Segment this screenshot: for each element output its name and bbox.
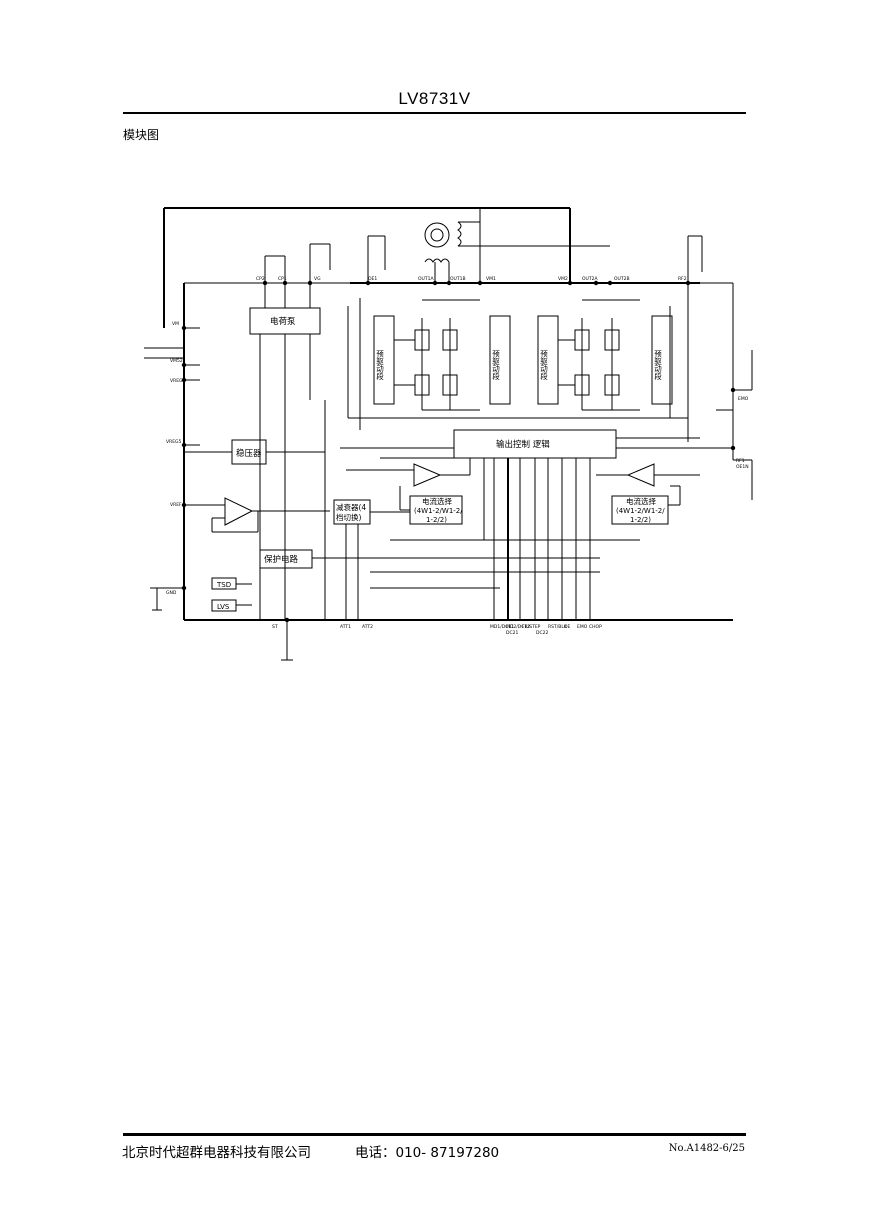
attenuation-label-2: 档切换)	[336, 512, 361, 522]
h-bridge-b	[558, 299, 640, 411]
current-select-right-label-3: 1-2/2)	[630, 516, 651, 524]
protection-block	[259, 549, 313, 569]
section-label: 模块图	[123, 128, 160, 142]
block-diagram: 电荷泵 稳压器 保护电路 输出控制 逻辑 TSD LVS 减衰器(4 档切换) …	[144, 207, 753, 661]
output-control-label: 输出控制 逻辑	[496, 439, 550, 450]
pin-label-bottom-4: MD2/DC12	[506, 624, 530, 630]
pin-label-bottom-8: EMO	[577, 624, 588, 630]
predriver-label-1: 预驱动段	[375, 349, 384, 382]
document-title: LV8731V	[398, 89, 471, 108]
pin-label-top-1: CP1	[278, 276, 287, 282]
comparator-right	[626, 463, 655, 487]
pin-label-top-0: CP2	[256, 276, 265, 282]
pin-label-bottom-1: ATT1	[340, 624, 351, 630]
comparator-left	[413, 463, 442, 487]
pin-label-top-10: RF2	[678, 276, 687, 282]
lvs-label: LVS	[217, 603, 230, 611]
pin-label-bottom-2: ATT2	[362, 624, 373, 630]
pin-label-top-7: VM2	[558, 276, 568, 282]
pin-label-top-8: OUT2A	[582, 276, 598, 282]
pin-label-top-5: OUT1B	[450, 276, 466, 282]
pin-label-bottom-3: MD1/DC11	[490, 624, 514, 630]
current-select-right	[611, 495, 669, 525]
predriver-block-3	[537, 315, 559, 405]
pin-label-left-2: VREG5	[166, 439, 182, 445]
predriver-label-2: 预驱动段	[491, 349, 500, 382]
pin-label-top-2: VG	[314, 276, 321, 282]
predriver-block-4	[651, 315, 673, 405]
footer-doc-number: No.A1482-6/25	[668, 1143, 745, 1154]
pin-label-top-6: VM1	[486, 276, 496, 282]
pin-label-left-0: VM	[172, 321, 179, 327]
regulator-label: 稳压器	[236, 448, 262, 459]
pin-label-left-1: VM52	[170, 358, 183, 364]
charge-pump-label: 电荷泵	[270, 316, 296, 327]
pin-label-bottom-0: ST	[272, 624, 278, 630]
current-select-right-label-1: 电流选择	[626, 496, 656, 506]
protection-label: 保护电路	[264, 554, 299, 565]
predriver-block-2	[489, 315, 511, 405]
pin-label-bottom-5: FR/STEP	[522, 624, 541, 630]
current-select-left-label-2: (4W1-2/W1-2/	[414, 507, 463, 515]
current-select-left-label-1: 电流选择	[422, 496, 452, 506]
footer-company: 北京时代超群电器科技有限公司	[122, 1145, 311, 1161]
h-bridge-a	[394, 299, 480, 411]
pin-label-right-0: EMO	[738, 396, 749, 402]
pin-label-left-6: RF1	[736, 458, 745, 464]
predriver-block-1	[373, 315, 395, 405]
current-select-left-label-3: 1-2/2)	[426, 516, 447, 524]
predriver-label-4: 预驱动段	[653, 349, 662, 382]
pin-label-bottom-7: OE	[564, 624, 571, 630]
current-select-right-label-2: (4W1-2/W1-2/	[616, 507, 665, 515]
pin-label-right-1: OE1N	[736, 464, 749, 470]
pin-label-top-9: OUT2B	[614, 276, 630, 282]
footer-phone: 电话：010- 87197280	[355, 1145, 500, 1161]
footer-rule	[123, 1133, 746, 1136]
pin-label-bottom-10: DC21	[506, 630, 518, 636]
pin-label-top-3: OE1	[368, 276, 377, 282]
predriver-label-3: 预驱动段	[539, 349, 548, 382]
pin-label-bottom-9: CHOP	[589, 624, 602, 630]
tsd-label: TSD	[216, 581, 231, 589]
pin-label-left-4: GND	[166, 590, 177, 596]
header-rule	[123, 112, 746, 114]
reference-amplifier	[224, 497, 254, 526]
pin-label-left-5: VREG4	[170, 378, 186, 384]
pin-label-left-3: VREF	[170, 502, 182, 508]
attenuation-label-1: 减衰器(4	[336, 502, 366, 512]
pin-label-bottom-6: RST/BLK	[548, 624, 568, 630]
motor-symbol	[424, 222, 450, 248]
pin-label-bottom-11: DC22	[536, 630, 548, 636]
pin-label-top-4: OUT1A	[418, 276, 434, 282]
